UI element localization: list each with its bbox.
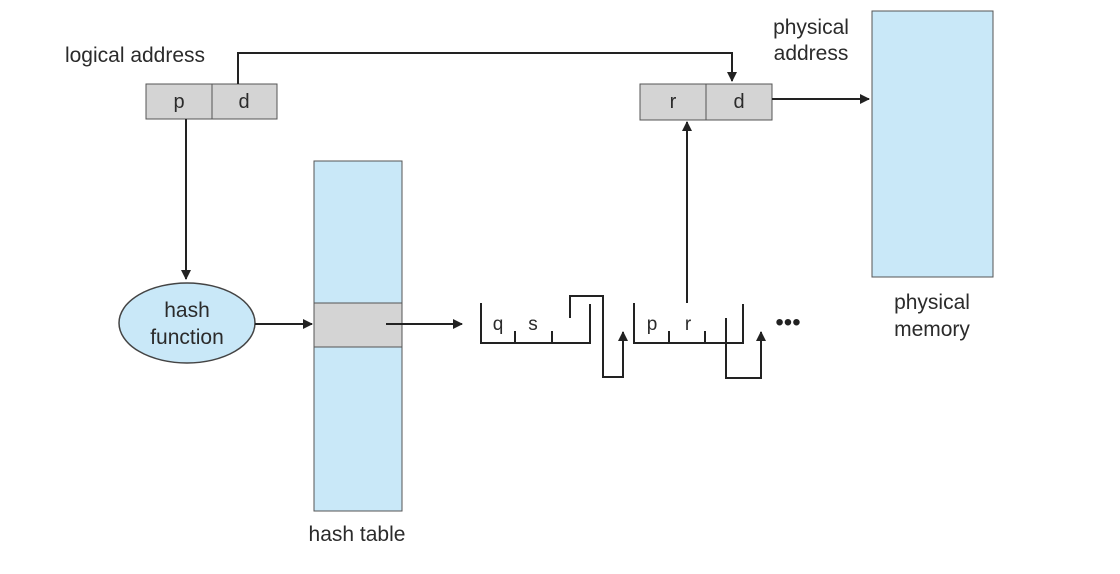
physical-address-register: r d <box>639 83 773 121</box>
physical-address-label-line2: address <box>774 42 849 65</box>
physical-frame-cell <box>639 83 707 121</box>
logical-address-label: logical address <box>65 44 205 67</box>
chain-entry-2: p r <box>633 303 744 344</box>
chain-entry-2-outline <box>633 303 744 344</box>
chain-next-pointer-1 <box>569 295 628 378</box>
logical-page-cell <box>145 83 213 120</box>
logical-address-register: p d <box>145 83 278 120</box>
chain-continuation: ••• <box>775 309 800 336</box>
logical-offset-cell <box>211 83 278 120</box>
physical-offset-label: d <box>733 91 744 113</box>
physical-memory-label-line2: memory <box>894 318 970 341</box>
chain-entry-2-frame: r <box>685 314 692 335</box>
chain-entry-1-frame: s <box>528 314 538 335</box>
logical-offset-label: d <box>238 91 249 113</box>
hash-function-label-line2: function <box>150 326 224 349</box>
physical-address-label-line1: physical <box>773 16 849 39</box>
physical-offset-cell <box>705 83 773 121</box>
hash-function-label-line1: hash <box>164 299 210 322</box>
chain-next-pointer-2 <box>725 318 766 379</box>
chain-entry-1-outline <box>480 303 591 344</box>
offset-arrow <box>237 52 737 84</box>
chain-entry-1: q s <box>480 303 591 344</box>
chain-entry-2-key: p <box>647 314 658 335</box>
chain-entry-1-key: q <box>493 314 504 335</box>
hash-table-label: hash table <box>309 523 406 546</box>
physical-memory-label-line1: physical <box>894 291 970 314</box>
logical-page-label: p <box>173 91 184 113</box>
physical-frame-label: r <box>670 91 677 113</box>
hash-function-node <box>118 282 256 364</box>
physical-memory-block <box>871 10 994 278</box>
